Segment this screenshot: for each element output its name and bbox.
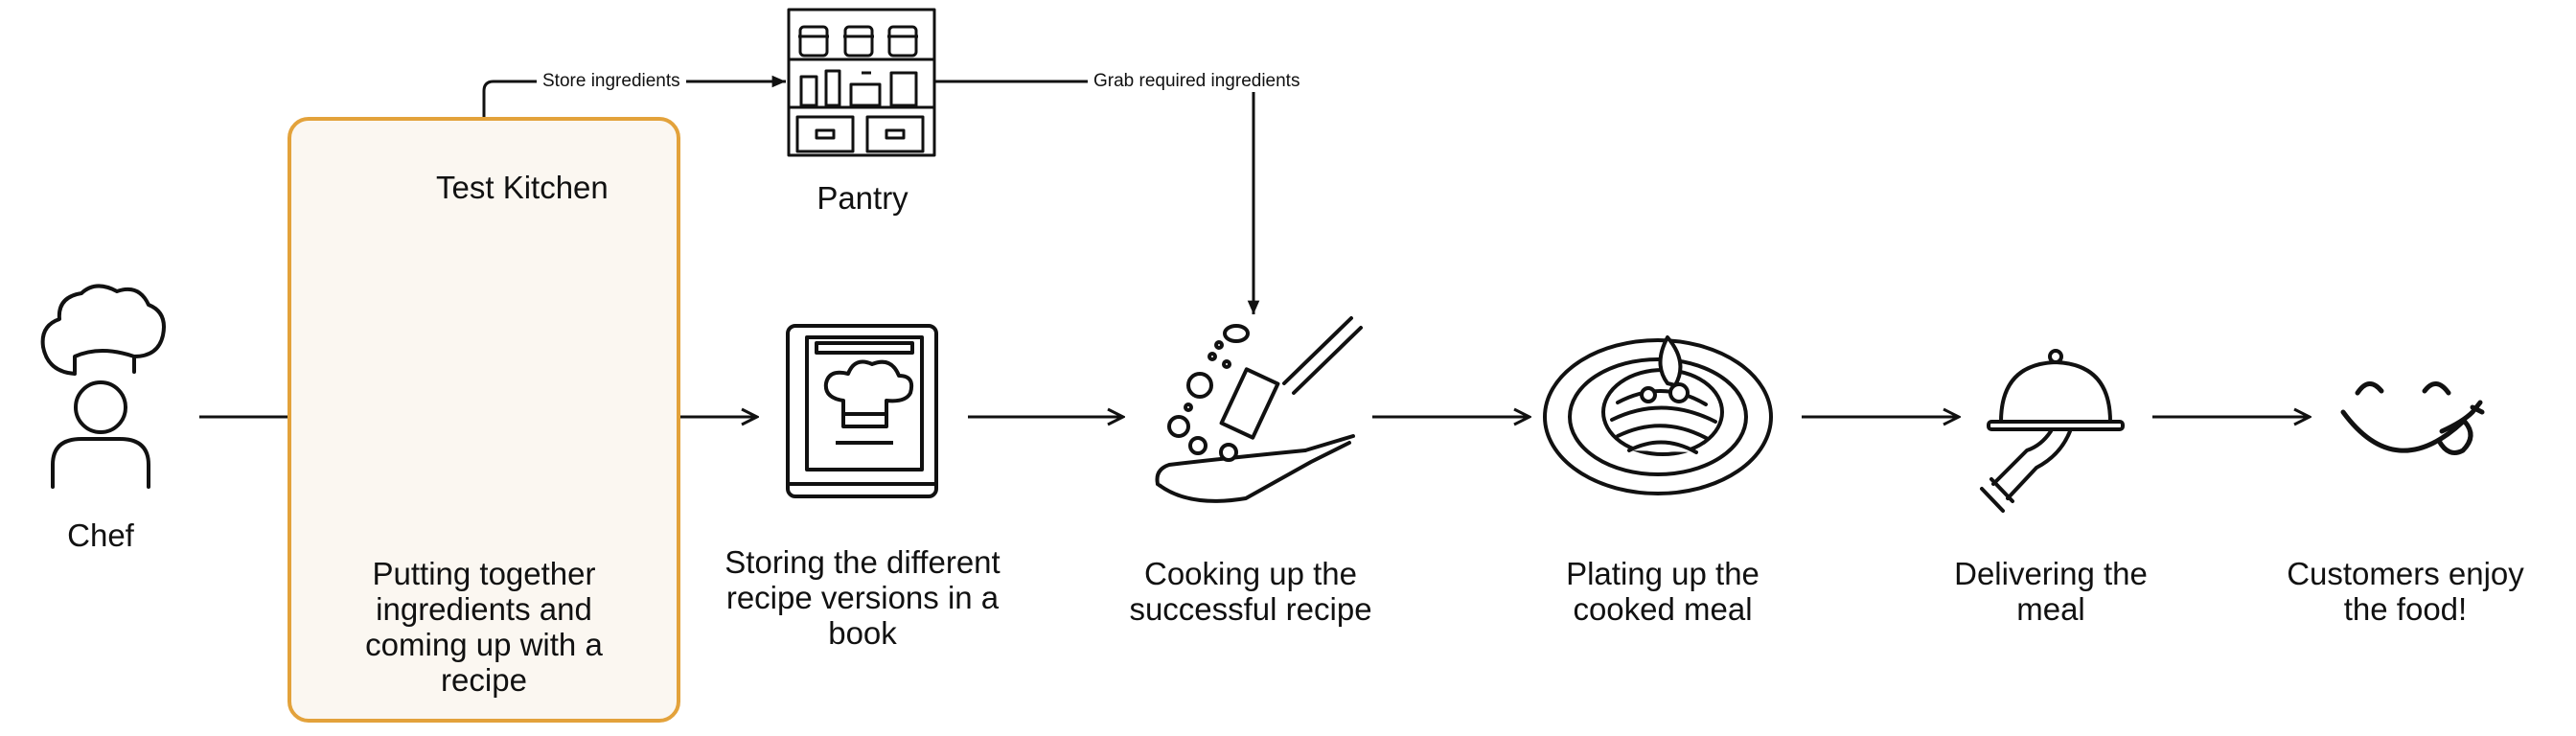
spaghetti-plate-icon <box>1543 335 1773 495</box>
grab-ingredients-label: Grab required ingredients <box>1088 71 1306 92</box>
plating-label: Plating up the cooked meal <box>1566 556 1760 627</box>
test-kitchen-box <box>288 117 680 723</box>
pantry-label: Pantry <box>816 180 908 216</box>
customers-label: Customers enjoy the food! <box>2287 556 2524 627</box>
book-label: Storing the different recipe versions in… <box>724 544 1000 651</box>
cooking-label: Cooking up the successful recipe <box>1129 556 1372 627</box>
arrow-grab-ingredients <box>934 80 1260 314</box>
delivering-label: Delivering the meal <box>1954 556 2148 627</box>
test-kitchen-title: Test Kitchen <box>436 170 609 205</box>
yummy-face-icon <box>2340 381 2485 455</box>
pantry-shelf-icon <box>787 8 936 157</box>
chef-label: Chef <box>67 518 134 553</box>
chef-icon <box>40 284 166 489</box>
pan-spatula-icon <box>1155 316 1363 503</box>
cloche-hand-icon <box>1980 349 2125 513</box>
recipe-book-icon <box>786 324 938 498</box>
arrow-store-ingredients <box>482 75 786 117</box>
store-ingredients-label: Store ingredients <box>537 71 686 92</box>
recipe-label: Putting together ingredients and coming … <box>365 556 603 698</box>
